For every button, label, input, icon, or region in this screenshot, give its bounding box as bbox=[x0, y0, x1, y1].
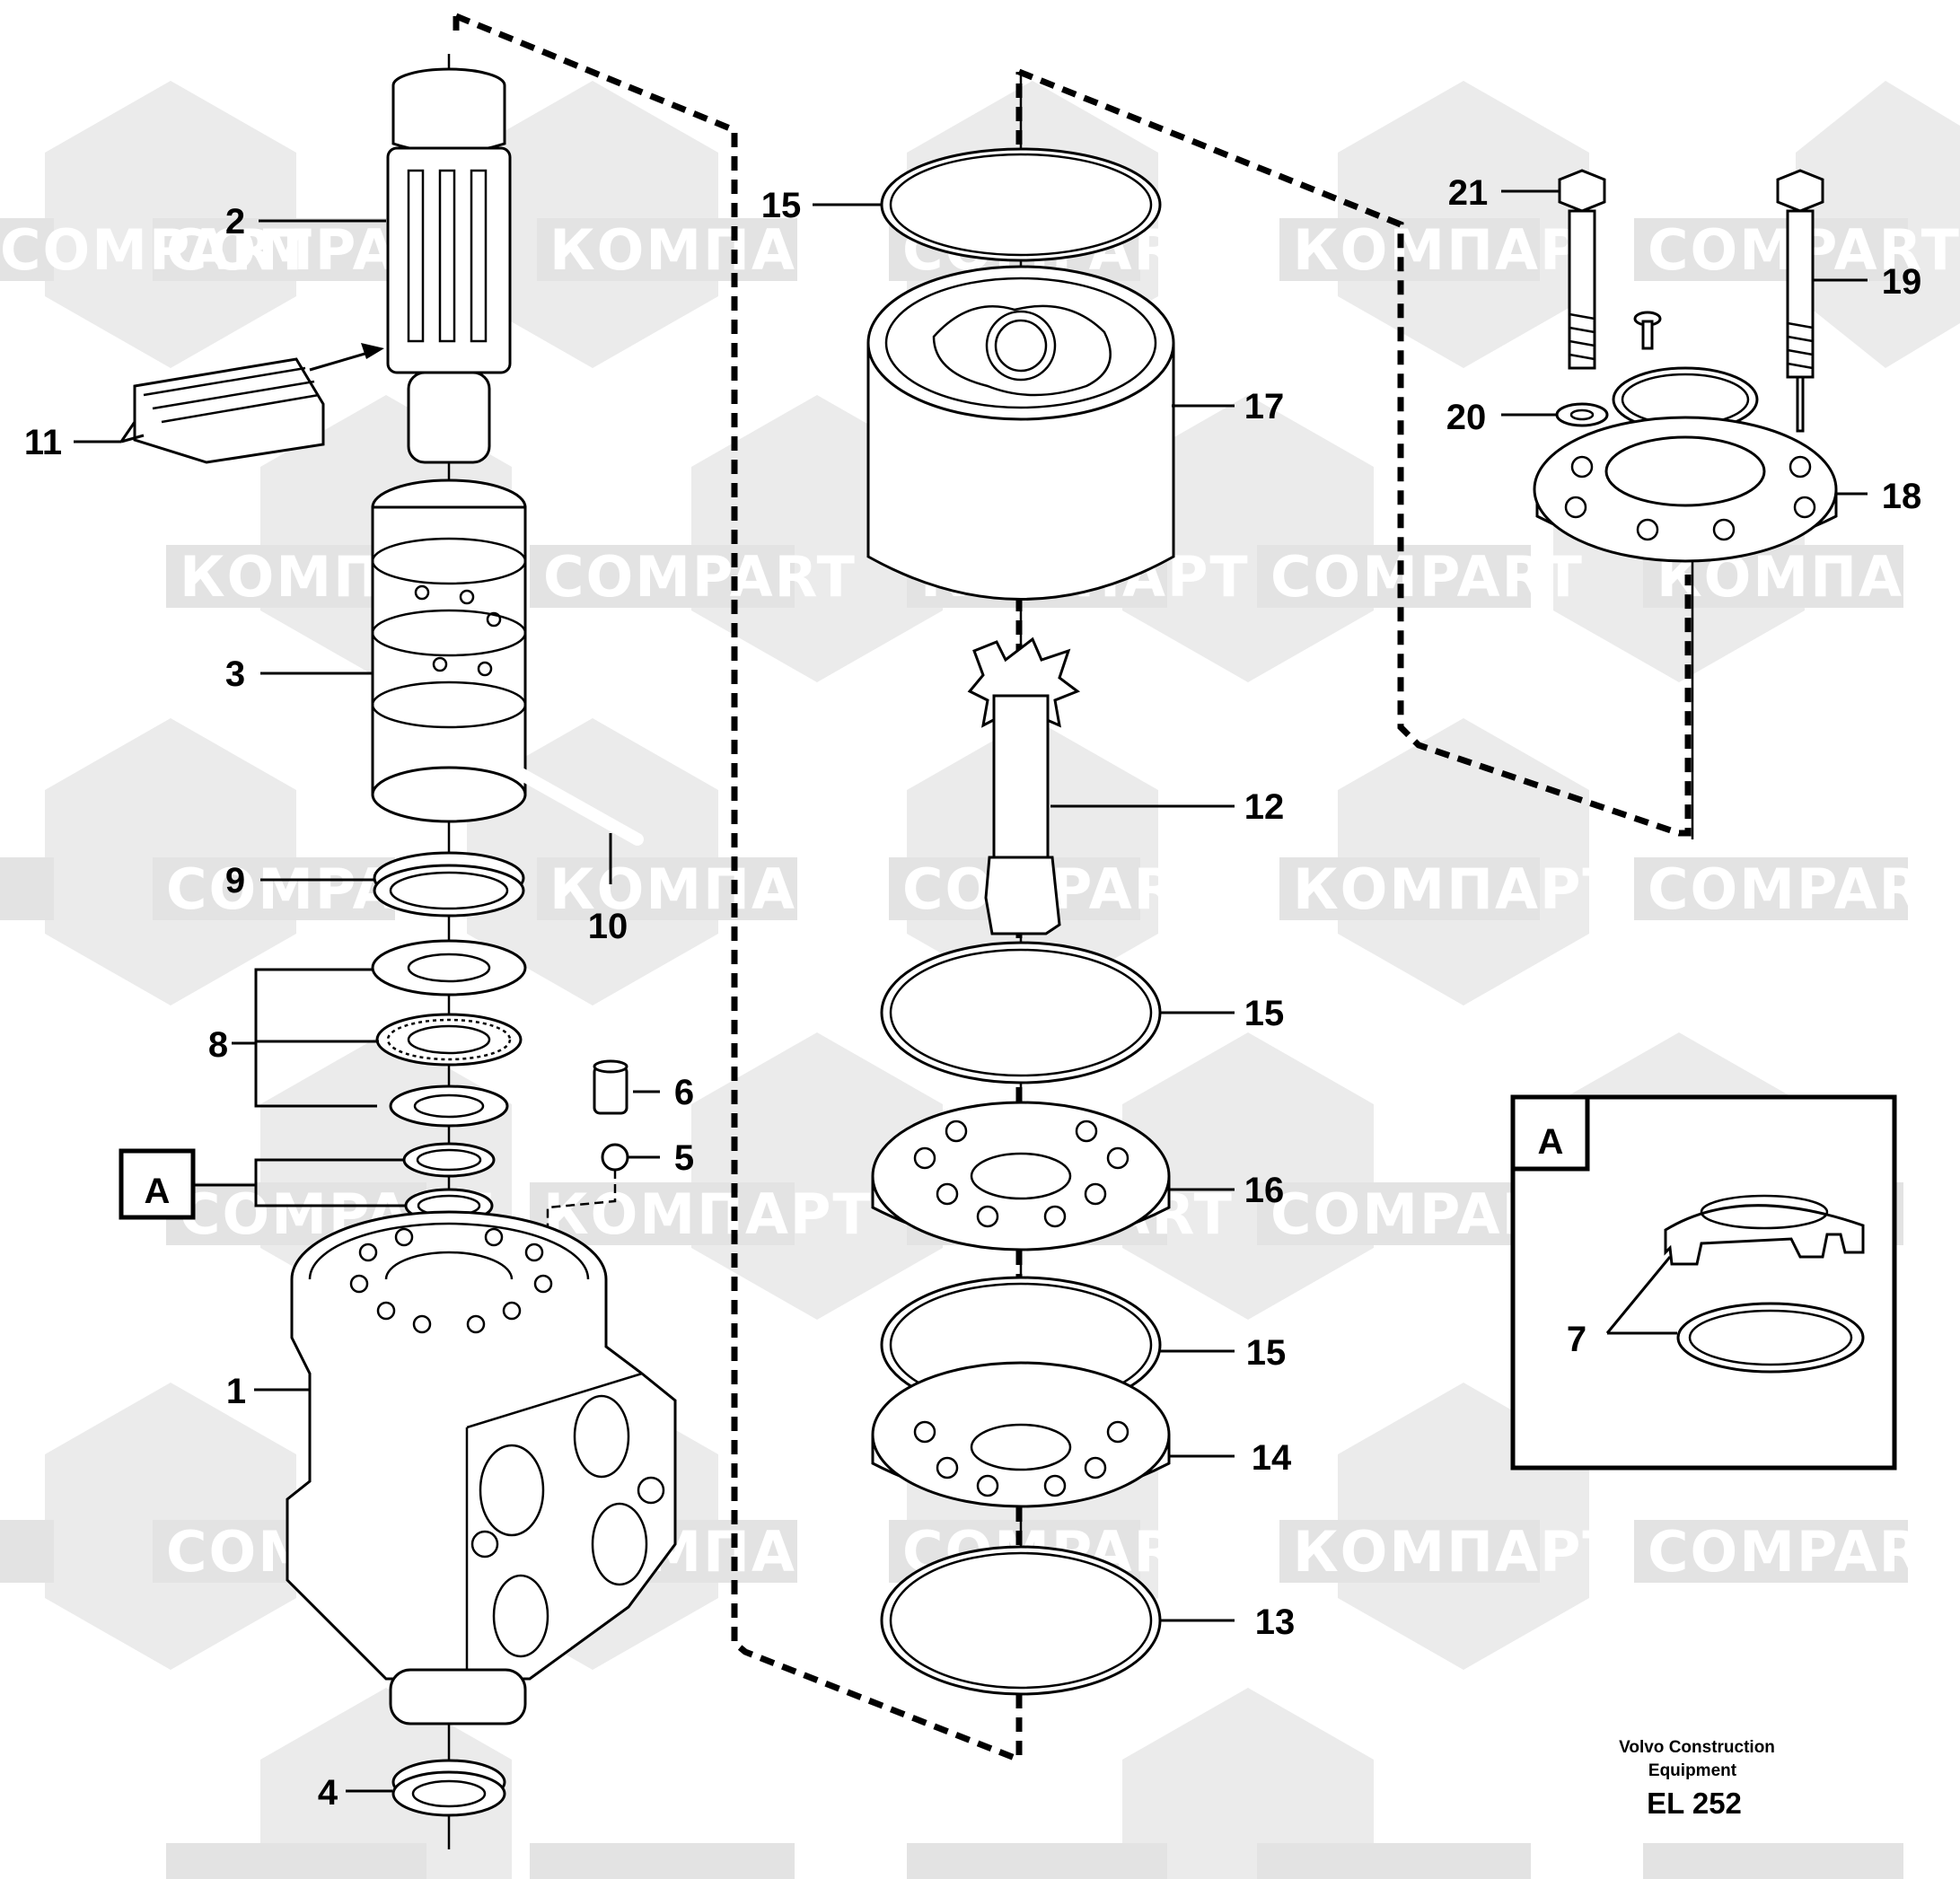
watermark-text: КОМПАРТ bbox=[1293, 217, 1622, 283]
watermark-text: КОМПАРТ bbox=[549, 217, 879, 283]
watermark-text: КОМПАРТ bbox=[543, 1181, 873, 1247]
o-ring-upper-part bbox=[880, 147, 1162, 262]
bolt-right-part bbox=[1776, 169, 1824, 433]
inset-label: A bbox=[1538, 1122, 1564, 1162]
manufacturer-line-2: Equipment bbox=[1648, 1761, 1737, 1780]
gear-set-part bbox=[866, 265, 1175, 601]
callout-1: 1 bbox=[226, 1372, 246, 1411]
footer-block: Volvo Construction Equipment EL 252 bbox=[1619, 1738, 1775, 1820]
o-ring-middle-part bbox=[880, 941, 1162, 1084]
watermark-text: COMPART bbox=[1270, 544, 1584, 610]
callout-10: 10 bbox=[588, 907, 628, 946]
pin-part bbox=[488, 752, 644, 846]
callout-13: 13 bbox=[1255, 1602, 1296, 1642]
callout-16: 16 bbox=[1244, 1171, 1285, 1210]
outer-sleeve-part bbox=[371, 479, 527, 823]
manufacturer-line-1: Volvo Construction bbox=[1619, 1738, 1775, 1757]
end-plate-part bbox=[871, 1361, 1171, 1508]
callout-3: 3 bbox=[225, 654, 245, 694]
bolt-left-part bbox=[1558, 169, 1606, 370]
callout-14: 14 bbox=[1252, 1438, 1292, 1478]
bearing-ring-part bbox=[373, 851, 525, 918]
spring-set-part bbox=[133, 343, 384, 464]
watermark-text: КОМПАРТ bbox=[1293, 1519, 1622, 1585]
o-ring-bottom-part bbox=[880, 1545, 1162, 1696]
washer-part bbox=[1555, 402, 1609, 427]
leader-lines bbox=[74, 189, 1868, 1793]
callout-20: 20 bbox=[1446, 398, 1487, 437]
watermark-text: КОМПАРТ bbox=[1293, 856, 1622, 922]
callout-7: 7 bbox=[1567, 1320, 1586, 1359]
callout-15-lower: 15 bbox=[1246, 1333, 1287, 1373]
watermark-text: COMPART bbox=[0, 217, 313, 283]
thrust-bearing-part bbox=[371, 939, 527, 1128]
valve-housing-part bbox=[286, 1210, 677, 1725]
watermark-text: COMPART bbox=[1648, 856, 1960, 922]
watermark-text: COMPART bbox=[543, 544, 857, 610]
callout-17: 17 bbox=[1244, 387, 1285, 426]
callout-15-middle: 15 bbox=[1244, 994, 1285, 1033]
callout-6: 6 bbox=[674, 1073, 694, 1112]
assembly-dashed-frame bbox=[453, 13, 1692, 1761]
spacer-plate-part bbox=[871, 1101, 1171, 1251]
callout-18: 18 bbox=[1882, 477, 1922, 516]
callout-11: 11 bbox=[24, 423, 62, 462]
callout-9: 9 bbox=[225, 861, 245, 900]
callout-2: 2 bbox=[225, 202, 245, 241]
callout-15-top: 15 bbox=[761, 186, 802, 225]
callout-8: 8 bbox=[208, 1025, 228, 1065]
drive-shaft-part bbox=[967, 637, 1081, 935]
detail-marker-a: A bbox=[119, 1148, 196, 1220]
watermark-text: КОМПАРТ bbox=[549, 856, 879, 922]
detail-marker-label: A bbox=[145, 1172, 171, 1211]
detail-inset-a: A bbox=[1510, 1094, 1897, 1471]
shaft-seal-part bbox=[391, 1759, 506, 1817]
watermark-text: COMPART bbox=[1648, 1519, 1960, 1585]
callout-4: 4 bbox=[318, 1773, 338, 1813]
callout-21: 21 bbox=[1448, 173, 1489, 213]
callout-5: 5 bbox=[674, 1138, 694, 1178]
callout-12: 12 bbox=[1244, 787, 1285, 827]
callout-labels: 2 11 3 9 10 8 6 5 1 4 15 17 12 15 16 15 … bbox=[24, 173, 1921, 1813]
flange-plate-part bbox=[1533, 416, 1838, 563]
callout-19: 19 bbox=[1882, 262, 1922, 302]
small-screw-and-cover-part bbox=[1612, 311, 1759, 433]
spool-sleeve-part bbox=[386, 67, 512, 464]
drawing-code: EL 252 bbox=[1647, 1787, 1742, 1820]
